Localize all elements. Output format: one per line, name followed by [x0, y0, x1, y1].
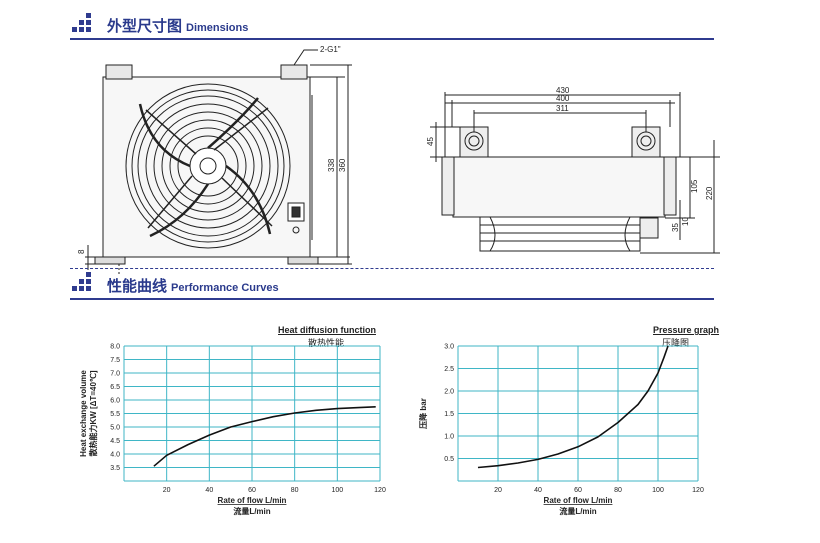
dim-311: 311 [556, 104, 569, 113]
dim-8: 8 [77, 249, 86, 254]
dim-360: 360 [338, 158, 347, 172]
fan-ring-outer [125, 83, 291, 249]
x-tick-label: 120 [374, 487, 386, 494]
dim-430: 430 [556, 86, 570, 95]
y-tick-label: 4.5 [110, 438, 120, 445]
x-tick-label: 100 [652, 487, 664, 494]
heat-diffusion-chart: 20 40 60 80 100 120 3.5 4.0 4.5 5.0 5.5 6.0 6.5 7.0 7.… [79, 344, 386, 517]
section-rule [70, 38, 714, 40]
port-left [105, 64, 133, 80]
data-curve [477, 345, 669, 469]
section-marker-icon [72, 272, 102, 292]
y-tick-label: 1.5 [444, 411, 454, 418]
y-tick-label: 4.0 [110, 452, 120, 459]
dim-10: 10 [681, 217, 690, 226]
section-title-en: Performance Curves [171, 282, 279, 294]
dimension-drawing: 2-G1" 338 360 8 430 400 311 45 105 220 1… [77, 45, 720, 275]
x-tick-label: 60 [574, 487, 582, 494]
dim-338: 338 [327, 158, 336, 172]
y-tick-label: 2.5 [444, 366, 454, 373]
foot-left [94, 256, 126, 265]
x-tick-label: 80 [614, 487, 622, 494]
foot-right [287, 256, 319, 265]
x-tick-label: 100 [331, 487, 343, 494]
y-tick-label: 7.0 [110, 371, 120, 378]
y-tick-label: 8.0 [110, 344, 120, 351]
data-curve [153, 406, 376, 467]
y-tick-label: 6.5 [110, 384, 120, 391]
x-axis-label: Rate of flow L/min [218, 496, 287, 505]
x-tick-label: 60 [248, 487, 256, 494]
chart2-subtitle: 压降图 [662, 339, 690, 349]
y-tick-label: 5.0 [110, 425, 120, 432]
dim-220: 220 [705, 186, 714, 200]
x-tick-label: 120 [692, 487, 704, 494]
x-tick-label: 40 [534, 487, 542, 494]
section-rule [70, 298, 714, 300]
x-axis-label: Rate of flow L/min [544, 496, 613, 505]
x-axis-label-cn: 流量L/min [233, 506, 270, 516]
port-right [280, 64, 308, 80]
y-tick-label: 6.0 [110, 398, 120, 405]
dim-400: 400 [556, 94, 570, 103]
y-tick-label: 5.5 [110, 411, 120, 418]
y-axis-label: 压降 bar [418, 398, 428, 429]
x-tick-label: 20 [163, 487, 171, 494]
x-tick-label: 20 [494, 487, 502, 494]
y-tick-label: 1.0 [444, 434, 454, 441]
x-tick-label: 80 [291, 487, 299, 494]
chart1-title: Heat diffusion function [278, 325, 376, 335]
section-rule-dashed [70, 268, 714, 269]
chart2-title: Pressure graph [653, 325, 720, 335]
y-tick-label: 0.5 [444, 456, 454, 463]
section-marker-icon [72, 13, 102, 33]
x-tick-label: 40 [205, 487, 213, 494]
y-axis-label-cn: 散热能力KW [ΔT=40℃] [88, 370, 98, 456]
y-axis-label: Heat exchange volume [79, 370, 88, 457]
port-label: 2-G1" [320, 45, 341, 54]
y-tick-label: 3.0 [444, 344, 454, 351]
section-title-en: Dimensions [186, 22, 249, 34]
dim-105: 105 [690, 179, 699, 193]
dim-35: 35 [671, 223, 680, 232]
y-tick-label: 7.5 [110, 357, 120, 364]
y-tick-label: 3.5 [110, 465, 120, 472]
section-title-cn: 性能曲线 [107, 277, 168, 295]
cooler-side-body [452, 156, 666, 218]
chart1-subtitle: 散热性能 [308, 339, 345, 349]
x-axis-label-cn: 流量L/min [559, 506, 596, 516]
dim-45: 45 [426, 137, 435, 146]
y-tick-label: 2.0 [444, 389, 454, 396]
section-title-cn: 外型尺寸图 [107, 17, 183, 35]
